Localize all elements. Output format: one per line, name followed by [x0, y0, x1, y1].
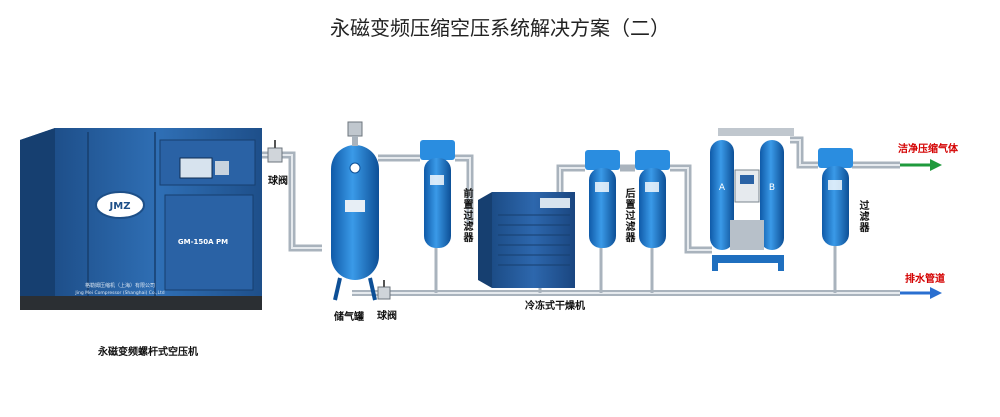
- machine-maker-cn: 格勒姆压缩机（上海）有限公司: [85, 282, 155, 289]
- desiccant-dryer: A B: [710, 128, 794, 271]
- final-filter: [818, 148, 853, 246]
- filter-label: 过滤器: [857, 200, 868, 233]
- clean-air-label: 洁净压缩气体: [898, 144, 958, 155]
- machine-logo: JMZ: [109, 201, 131, 212]
- ball-valve-bottom: [377, 280, 391, 300]
- drain-label: 排水管道: [905, 274, 945, 285]
- pre-filter: [420, 140, 455, 248]
- post-filter: [585, 150, 620, 248]
- air-tank: [331, 121, 379, 301]
- dryer-label: 冷冻式干燥机: [525, 301, 585, 312]
- tower-a-label: A: [719, 183, 726, 193]
- pipes: [262, 136, 900, 296]
- air-tank-label: 储气罐: [334, 312, 364, 323]
- machine-model: GM-150A PM: [178, 238, 228, 246]
- machine-maker-en: Jing Mei Compressor (Shanghai) Co.,Ltd: [74, 290, 164, 296]
- drain-arrow: [900, 287, 942, 299]
- compressor-label: 永磁变频螺杆式空压机: [98, 347, 198, 358]
- ball-valve-bottom-label: 球阀: [377, 311, 397, 322]
- ball-valve-top: [267, 140, 283, 163]
- ball-valve-top-label: 球阀: [268, 176, 288, 187]
- pre-filter-label: 前置过滤器: [461, 188, 472, 243]
- clean-air-arrow: [900, 159, 942, 171]
- vent-grille: [164, 194, 254, 291]
- refrigerated-dryer: [478, 192, 575, 288]
- tower-b-label: B: [769, 183, 775, 193]
- filter-second: [635, 150, 670, 248]
- page-title: 永磁变频压缩空压系统解决方案（二）: [330, 16, 670, 40]
- post-filter-label: 后置过滤器: [623, 188, 634, 243]
- logo-badge: [95, 191, 145, 219]
- air-compressor: JMZ GM-150A PM 格勒姆压缩机（上海）有限公司 Jing Mei C…: [20, 128, 262, 310]
